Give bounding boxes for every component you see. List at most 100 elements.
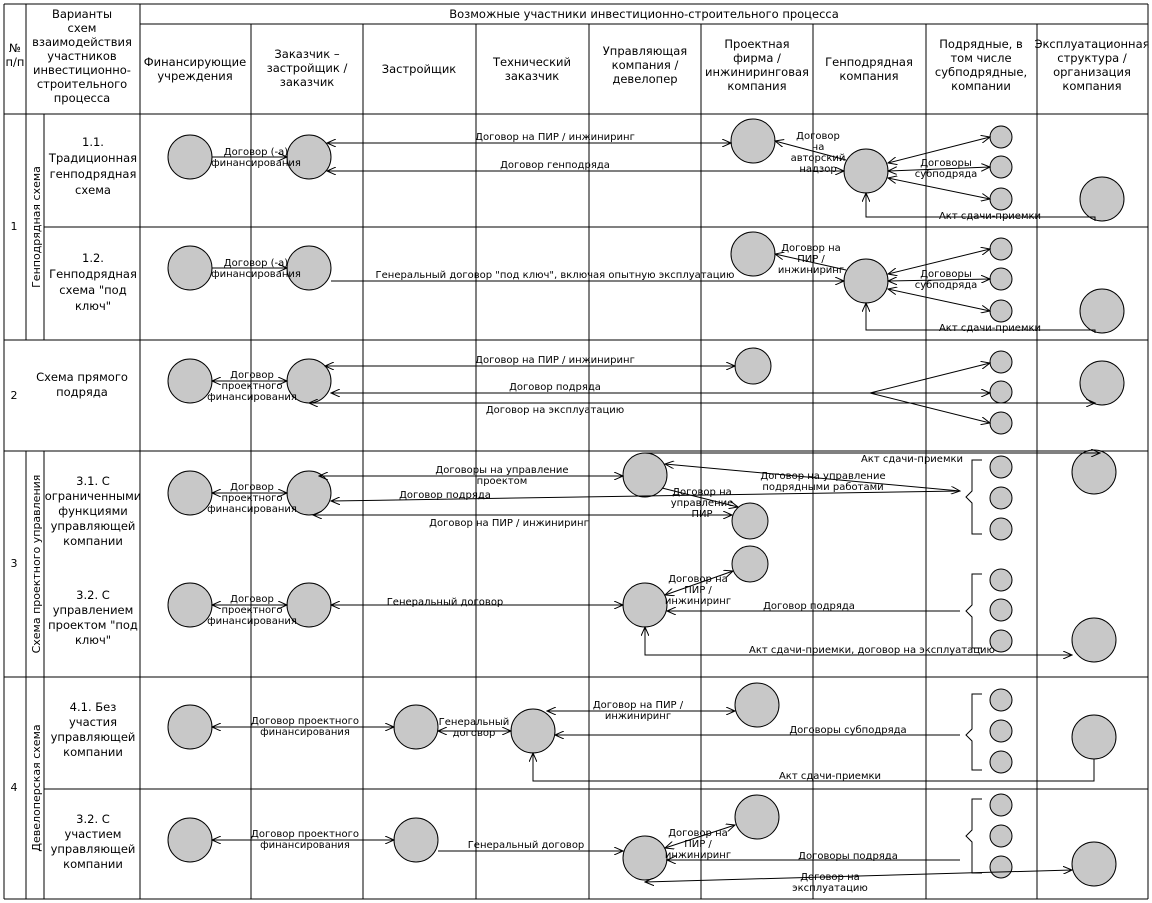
col-customer-developer: Заказчик –застройщик /заказчик [267, 47, 348, 89]
node-sub [989, 688, 1013, 712]
label-acceptance-act: Акт сдачи-приемки [939, 323, 1041, 334]
node-sub [989, 486, 1013, 510]
group-4-num: 4 [11, 781, 18, 794]
node-developer [393, 704, 439, 750]
node-sub [989, 380, 1013, 404]
label-contract: Договор подряда [399, 490, 491, 501]
arrow [665, 571, 733, 595]
label-general-contract: Генеральный договор [468, 840, 585, 851]
node-sub [989, 517, 1013, 541]
node-customer [286, 245, 332, 291]
node-sub [989, 187, 1013, 211]
node-customer [286, 134, 332, 180]
brace [965, 693, 982, 771]
arrow [866, 303, 1096, 333]
node-financing [167, 358, 213, 404]
node-sub [989, 719, 1013, 743]
label-pir-contract: Договор на ПИР / инжиниринг [475, 132, 635, 143]
arrow [888, 167, 990, 171]
node-design-firm [734, 794, 780, 840]
group-2-num: 2 [11, 389, 18, 402]
node-sub [989, 125, 1013, 149]
node-operator [1079, 360, 1125, 406]
label-operation-contract: Договор на эксплуатацию [486, 405, 624, 416]
arrow [665, 464, 960, 491]
label-pir-contract: Договор на ПИР / инжиниринг [475, 355, 635, 366]
node-sub [989, 855, 1013, 879]
node-gencontractor [843, 258, 889, 304]
label-financing-contract: Договор (-а)финансирования [211, 147, 301, 169]
node-developer [393, 817, 439, 863]
arrow [775, 254, 847, 271]
label-general-contract: Генеральный договор [387, 597, 504, 608]
node-operator [1071, 449, 1117, 495]
label-acceptance-operation: Акт сдачи-приемки, договор на эксплуатац… [749, 645, 995, 656]
label-acceptance-act: Акт сдачи-приемки [861, 454, 963, 465]
node-sub [989, 267, 1013, 291]
row-1-2-scheme: Договор (-а)финансирования Генеральный д… [167, 231, 1125, 334]
label-gencontract: Договор генподряда [500, 160, 610, 171]
header-participants-title: Возможные участники инвестиционно-строит… [449, 7, 839, 21]
node-management-company [622, 835, 668, 881]
label-turnkey-contract: Генеральный договор "под ключ", включая … [376, 270, 735, 281]
node-design-firm [734, 347, 772, 385]
arrow [866, 193, 1096, 221]
group-3-name: Схема проектного управления [30, 475, 43, 654]
node-financing [167, 245, 213, 291]
node-operator [1079, 288, 1125, 334]
node-design-firm [730, 118, 776, 164]
table-grid [3, 3, 1149, 900]
label-financing-contract: Договор (-а)финансирования [211, 258, 301, 280]
node-operator [1071, 714, 1117, 760]
node-operator [1071, 841, 1117, 887]
node-design-firm [734, 682, 780, 728]
label-contract: Договор подряда [509, 382, 601, 393]
node-financing [167, 134, 213, 180]
node-sub [989, 350, 1013, 374]
node-financing [167, 704, 213, 750]
label-pir-contract: Договор на ПИР / инжиниринг [429, 518, 589, 529]
node-sub [989, 455, 1013, 479]
node-design-firm [731, 502, 769, 540]
groups: 1 Генподрядная схема 2 3 Схема проектног… [11, 166, 44, 852]
arrow [645, 627, 1072, 655]
label-contracts: Договоры подряда [798, 851, 898, 862]
node-sub [989, 568, 1013, 592]
node-gencontractor [843, 148, 889, 194]
group-1-name: Генподрядная схема [30, 166, 43, 288]
arrow [888, 137, 990, 163]
arrow [775, 141, 847, 161]
arrow [661, 487, 738, 507]
node-sub [989, 411, 1013, 435]
node-sub [989, 750, 1013, 774]
brace [965, 459, 982, 535]
node-sub [989, 155, 1013, 179]
node-design-firm [730, 231, 776, 277]
arrow [888, 249, 990, 274]
